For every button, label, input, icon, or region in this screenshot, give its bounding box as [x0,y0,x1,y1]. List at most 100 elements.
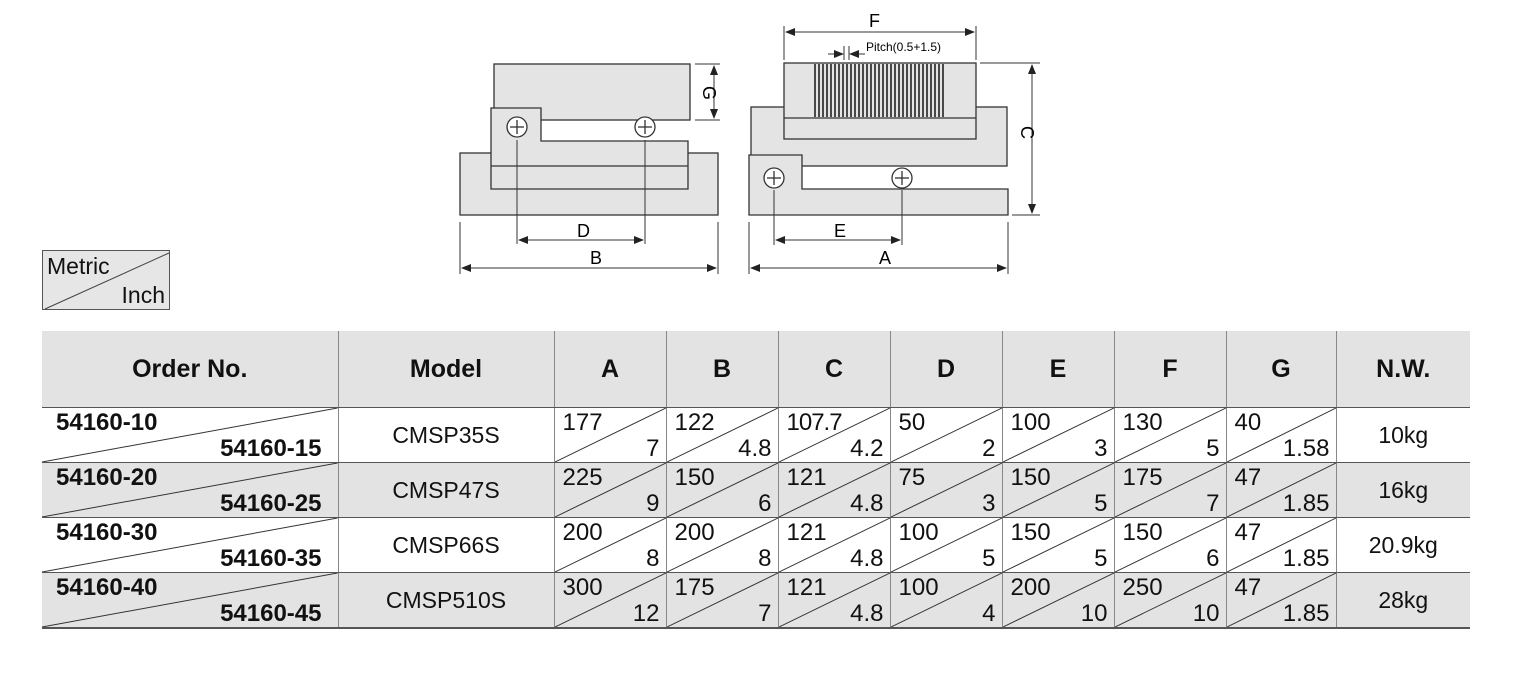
model-cell: CMSP47S [337,462,554,518]
cell-diagonal [42,408,338,462]
net-weight-cell: 20.9kg [1335,517,1470,573]
cell-diagonal [555,573,666,627]
dim-inch-value: 9 [646,490,660,517]
header-g: G [1225,331,1336,408]
cell-diagonal [779,518,890,572]
legend-metric-label: Metric [47,253,110,279]
cell-diagonal [1227,463,1336,517]
dim-metric-value: 100 [1010,409,1051,436]
model-cell: CMSP66S [337,517,554,573]
dim-inch-value: 10 [1192,600,1220,627]
dim-inch-value: 2 [982,435,996,462]
header-nw: N.W. [1335,331,1470,408]
cell-diagonal [1115,573,1226,627]
dim-inch-value: 7 [646,435,660,462]
cell-diagonal [555,518,666,572]
order-inch: 54160-45 [220,600,322,627]
dim-inch-value: 6 [758,490,772,517]
dim-inch-value: 5 [1206,435,1220,462]
header-model: Model [337,331,554,408]
dim-metric-value: 47 [1234,519,1262,546]
specification-table: Order No. Model A B C D E F G N.W. 54160… [42,331,1470,629]
dim-c-cell: 107.7 4.2 [777,407,890,463]
dim-inch-value: 1.85 [1282,600,1330,627]
order-inch: 54160-25 [220,490,322,517]
cell-diagonal [1115,463,1226,517]
dim-metric-value: 50 [898,409,926,436]
legend-inch-label: Inch [121,282,165,308]
dim-metric-value: 107.7 [786,409,843,436]
header-order-no: Order No. [42,331,338,408]
dim-inch-value: 6 [1206,545,1220,572]
dimension-lines-left [459,63,720,274]
dim-metric-value: 47 [1234,574,1262,601]
label-b: B [590,248,602,268]
cell-diagonal [667,463,778,517]
dim-inch-value: 8 [758,545,772,572]
dim-metric-value: 122 [674,409,715,436]
dim-inch-value: 1.58 [1282,435,1330,462]
dim-metric-value: 100 [898,519,939,546]
dim-metric-value: 175 [1122,464,1163,491]
pitch-fins [814,64,944,117]
cell-diagonal [1115,408,1226,462]
dim-inch-value: 4.2 [850,435,884,462]
units-legend: Metric Inch [42,250,170,310]
dim-inch-value: 4.8 [850,600,884,627]
dim-inch-value: 4.8 [850,545,884,572]
dim-d-cell: 50 2 [889,407,1002,463]
cell-diagonal [42,463,338,517]
order-inch: 54160-35 [220,545,322,572]
dim-inch-value: 4 [982,600,996,627]
header-d: D [889,331,1002,408]
cell-diagonal [42,518,338,572]
order-inch: 54160-15 [220,435,322,462]
dim-inch-value: 7 [758,600,772,627]
cell-diagonal [1003,518,1114,572]
header-e: E [1001,331,1114,408]
dim-metric-value: 200 [1010,574,1051,601]
cell-diagonal [891,463,1002,517]
dim-inch-value: 8 [646,545,660,572]
cell-diagonal [779,573,890,627]
table-header-row: Order No. Model A B C D E F G N.W. [42,331,1470,408]
cell-diagonal [1003,408,1114,462]
label-c: C [1017,126,1037,139]
cell-diagonal [891,408,1002,462]
label-e: E [834,221,846,241]
dim-metric-value: 150 [1010,519,1051,546]
side-view-right [748,62,1009,216]
cell-diagonal [779,408,890,462]
cell-diagonal [555,463,666,517]
cell-diagonal [891,573,1002,627]
dim-metric-value: 300 [562,574,603,601]
dim-metric-value: 150 [674,464,715,491]
cell-diagonal [1227,408,1336,462]
dim-metric-value: 200 [562,519,603,546]
dim-inch-value: 5 [1094,490,1108,517]
cell-diagonal [1227,573,1336,627]
technical-drawing: G D B F Pitch(0.5+1.5) C E A [459,11,1040,274]
dim-metric-value: 250 [1122,574,1163,601]
net-weight-cell: 28kg [1335,572,1470,629]
dim-metric-value: 177 [562,409,603,436]
